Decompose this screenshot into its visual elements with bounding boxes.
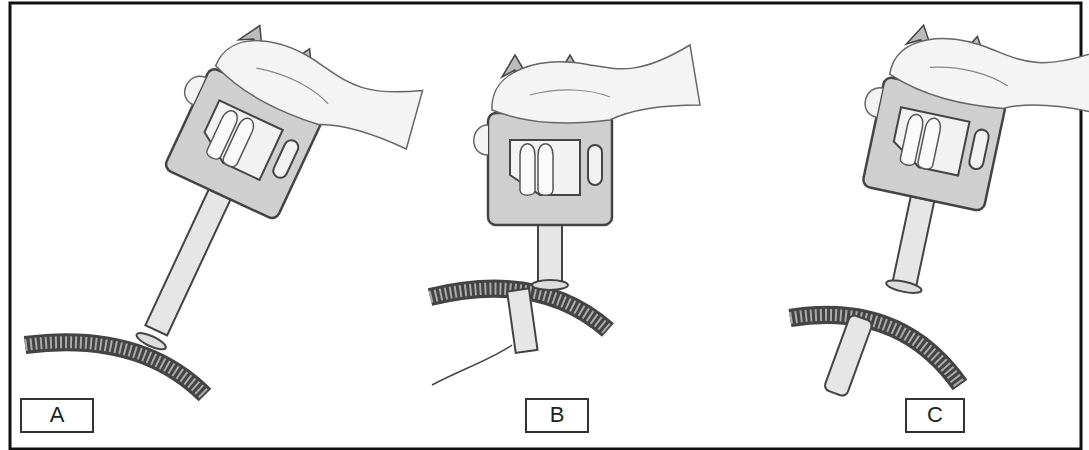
panel-letter: C [927, 403, 943, 427]
panel-letter: A [50, 403, 65, 427]
panel-letter: B [550, 403, 565, 427]
anvil-peg [823, 314, 873, 397]
panel-label-box: B [525, 398, 589, 433]
anvil-peg [432, 288, 538, 385]
stapler-device [474, 45, 700, 290]
stapler-device [828, 7, 1089, 323]
stapler-device [80, 0, 432, 409]
panel-label-box: A [20, 398, 94, 433]
panel-label-box: C [905, 398, 965, 433]
